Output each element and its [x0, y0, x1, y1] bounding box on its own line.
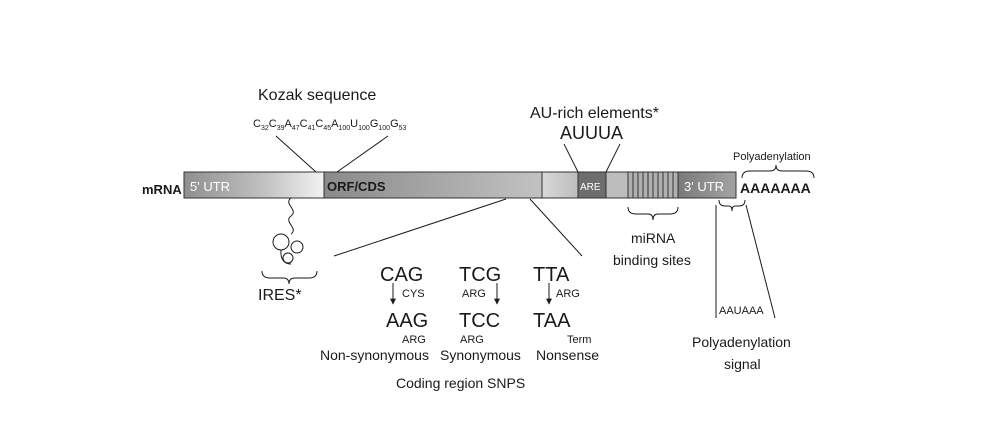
kozak-base: C: [315, 118, 323, 130]
snp-pointer-left: [333, 198, 507, 257]
kozak-base: A: [331, 118, 339, 130]
polya-signal-brace: [718, 199, 746, 212]
kozak-subscript: 53: [399, 125, 407, 132]
kozak-subscript: 100: [358, 125, 370, 132]
mirna-label-line2: binding sites: [613, 252, 691, 268]
snp-caption: Coding region SNPS: [396, 375, 525, 391]
kozak-sequence: C32C39A47C41C45A100U100G100G53: [253, 118, 407, 132]
polya-signal-sequence: AAUAAA: [719, 305, 764, 317]
ires-brace: [261, 270, 318, 285]
polya-tail: AAAAAAA: [740, 180, 811, 196]
are-pointer-right: [605, 143, 621, 173]
kozak-subscript: 39: [277, 125, 285, 132]
orf-label: ORF/CDS: [327, 179, 386, 194]
utr5-label: 5' UTR: [190, 179, 230, 194]
snp-from-codon: CAG: [380, 264, 423, 286]
snp-from-aa: CYS: [402, 288, 425, 300]
snp-to-aa: Term: [567, 334, 591, 346]
snp-to-codon: TAA: [533, 310, 571, 332]
utr3-segment: [677, 171, 737, 199]
polyadenylation-brace: [741, 164, 815, 179]
mirna-stripes: [632, 172, 674, 198]
au-rich-title: AU-rich elements*: [530, 105, 659, 122]
snp-from-codon: TTA: [533, 264, 570, 286]
kozak-base: C: [269, 118, 277, 130]
mirna-label-line1: miRNA: [631, 230, 676, 246]
snp-from-codon: TCG: [459, 264, 501, 286]
kozak-subscript: 45: [323, 125, 331, 132]
kozak-base: C: [253, 118, 261, 130]
snp-type-label: Non-synonymous: [320, 347, 429, 363]
utr3-label: 3' UTR: [684, 179, 724, 194]
snp-to-codon: TCC: [459, 310, 500, 332]
au-rich-motif: AUUUA: [560, 123, 623, 143]
snp-to-aa: ARG: [460, 334, 484, 346]
snp-to-aa: ARG: [402, 334, 426, 346]
polya-signal-line2: signal: [724, 356, 761, 372]
snp-type-label: Synonymous: [440, 347, 521, 363]
snp-pointer-right: [529, 198, 583, 257]
are-label: ARE: [580, 182, 601, 193]
kozak-base: U: [350, 118, 358, 130]
ires-hairpin-icon: [272, 197, 304, 265]
kozak-subscript: 47: [292, 125, 300, 132]
orf-segment: [323, 171, 543, 199]
snp-type-label: Nonsense: [536, 347, 599, 363]
kozak-title: Kozak sequence: [258, 87, 376, 104]
polyadenylation-label: Polyadenylation: [733, 151, 811, 163]
polya-signal-box-right: [745, 204, 776, 319]
snp-from-aa: ARG: [462, 288, 486, 300]
snp-example-nonsense: TTA ARG TAA Term Nonsense: [533, 264, 599, 363]
spacer-segment: [541, 171, 579, 199]
snp-example-synonymous: TCG ARG TCC ARG Synonymous: [440, 264, 521, 363]
mirna-brace: [627, 206, 679, 221]
kozak-base: G: [370, 118, 379, 130]
are-segment: [577, 171, 607, 199]
kozak-subscript: 41: [308, 125, 316, 132]
are-pointer-left: [563, 143, 579, 173]
linker-segment: [605, 171, 629, 199]
kozak-base: C: [300, 118, 308, 130]
mrna-label: mRNA: [142, 182, 182, 197]
utr5-segment: [183, 171, 325, 199]
kozak-subscript: 100: [378, 125, 390, 132]
polya-signal-line1: Polyadenylation: [692, 334, 791, 350]
kozak-base: A: [285, 118, 293, 130]
kozak-base: G: [390, 118, 399, 130]
snp-from-aa: ARG: [556, 288, 580, 300]
snp-to-codon: AAG: [386, 310, 428, 332]
kozak-subscript: 32: [261, 125, 269, 132]
kozak-pointer-left: [275, 135, 317, 173]
snp-example-nonsynonymous: CAG CYS AAG ARG Non-synonymous: [320, 264, 429, 363]
kozak-subscript: 100: [338, 125, 350, 132]
mrna-bar: [183, 171, 737, 199]
ires-label: IRES*: [258, 287, 302, 304]
kozak-pointer-right: [336, 135, 389, 173]
